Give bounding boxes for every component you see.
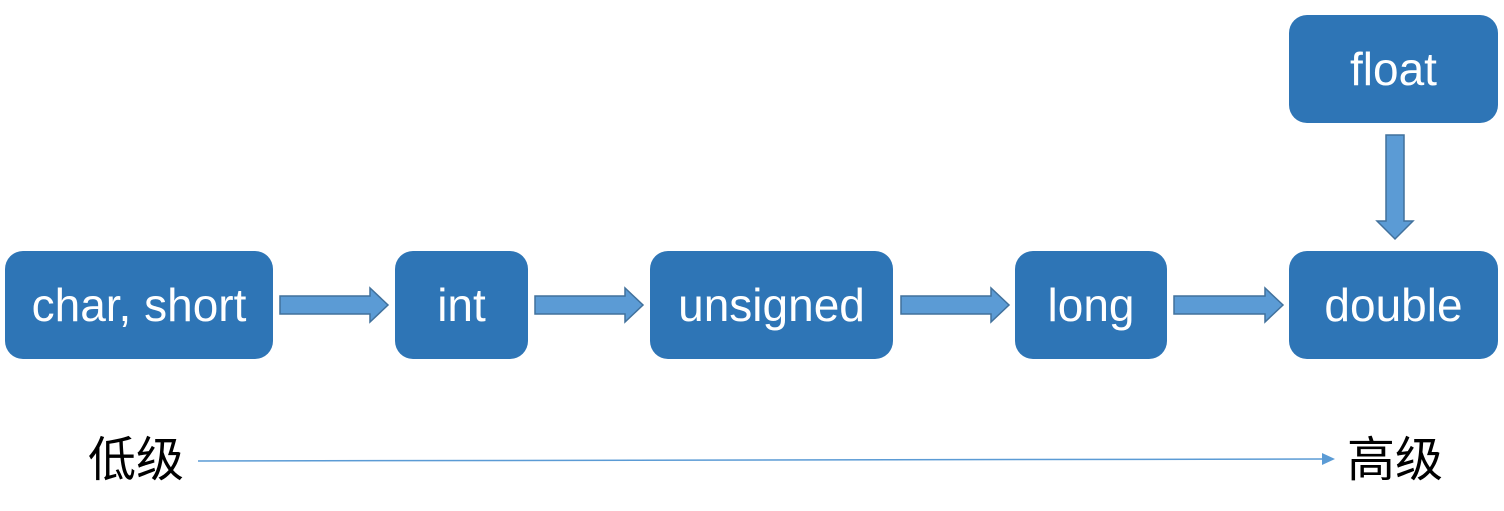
box-float: float <box>1289 15 1498 123</box>
box-long-label: long <box>1047 279 1135 331</box>
box-char-short: char, short <box>5 251 273 359</box>
scale-low-label: 低级 <box>88 432 185 488</box>
arrow-char-to-int <box>279 286 390 324</box>
box-int: int <box>395 251 528 359</box>
arrow-int-to-unsigned <box>534 286 645 324</box>
box-unsigned: unsigned <box>650 251 893 359</box>
box-int-label: int <box>437 279 486 331</box>
arrow-float-to-double <box>1375 134 1415 241</box>
box-double: double <box>1289 251 1498 359</box>
box-float-label: float <box>1350 43 1437 95</box>
arrow-unsigned-to-long <box>900 286 1011 324</box>
arrow-long-to-double <box>1173 286 1285 324</box>
box-unsigned-label: unsigned <box>678 279 865 331</box>
box-char-short-label: char, short <box>31 279 247 331</box>
scale-line <box>197 458 1324 462</box>
scale-high-label: 高级 <box>1347 432 1444 488</box>
box-double-label: double <box>1324 279 1463 331</box>
box-long: long <box>1015 251 1167 359</box>
scale-arrowhead <box>1322 453 1335 465</box>
